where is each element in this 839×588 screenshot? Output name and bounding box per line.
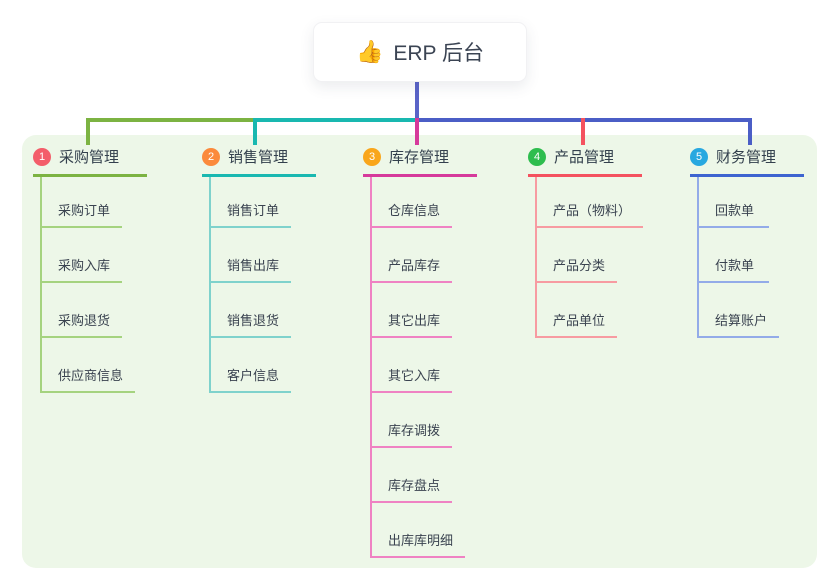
node-item: 采购入库 [42, 228, 123, 283]
node-item: 其它入库 [372, 338, 453, 393]
node-item: 出库库明细 [372, 503, 466, 558]
node-item: 产品分类 [537, 228, 618, 283]
branch-label: 采购管理 [59, 149, 120, 166]
bus-segment-green [86, 118, 256, 122]
branch-items-sales: 销售订单 销售出库 销售退货 客户信息 [209, 177, 316, 393]
branch-items-inventory: 仓库信息 产品库存 其它出库 其它入库 库存调拨 库存盘点 出库库明细 [370, 177, 477, 558]
branch-items-product: 产品（物料） 产品分类 产品单位 [535, 177, 644, 338]
node-item: 供应商信息 [42, 338, 136, 393]
branch-label: 销售管理 [228, 149, 289, 166]
branch-items-finance: 回款单 付款单 结算账户 [697, 177, 804, 338]
branch-header-finance: 5 财务管理 [690, 146, 804, 177]
drop-connector-inventory [415, 118, 419, 145]
branch-number-badge: 2 [202, 147, 220, 166]
node-item: 销售出库 [211, 228, 292, 283]
branch-label: 财务管理 [716, 149, 777, 166]
branch-number-badge: 3 [363, 147, 381, 166]
node-item: 库存调拨 [372, 393, 453, 448]
node-item: 回款单 [699, 177, 769, 228]
branch-number-badge: 1 [33, 147, 51, 166]
branch-product: 4 产品管理 产品（物料） 产品分类 产品单位 [528, 146, 644, 338]
root-trunk-connector [415, 82, 419, 120]
branch-label: 库存管理 [389, 149, 450, 166]
node-item: 其它出库 [372, 283, 453, 338]
node-item: 采购退货 [42, 283, 123, 338]
drop-connector-sales [253, 118, 257, 145]
branch-label: 产品管理 [554, 149, 615, 166]
branches-background-panel [22, 135, 817, 568]
branch-purchase: 1 采购管理 采购订单 采购入库 采购退货 供应商信息 [33, 146, 147, 393]
node-item: 采购订单 [42, 177, 123, 228]
drop-connector-finance [748, 118, 752, 145]
branch-sales: 2 销售管理 销售订单 销售出库 销售退货 客户信息 [202, 146, 316, 393]
thumbs-up-icon: 👍 [355, 39, 384, 64]
node-item: 销售订单 [211, 177, 292, 228]
node-item: 库存盘点 [372, 448, 453, 503]
branch-header-inventory: 3 库存管理 [363, 146, 477, 177]
node-item: 产品单位 [537, 283, 618, 338]
node-item: 销售退货 [211, 283, 292, 338]
branch-number-badge: 5 [690, 147, 708, 166]
node-item: 结算账户 [699, 283, 780, 338]
branch-header-product: 4 产品管理 [528, 146, 642, 177]
root-node: 👍 ERP 后台 [313, 22, 527, 82]
bus-segment-teal [253, 118, 418, 122]
branch-number-badge: 4 [528, 147, 546, 166]
node-item: 产品库存 [372, 228, 453, 283]
node-item: 仓库信息 [372, 177, 453, 228]
node-item: 客户信息 [211, 338, 292, 393]
root-node-label: ERP 后台 [393, 42, 485, 65]
branch-header-purchase: 1 采购管理 [33, 146, 147, 177]
branch-items-purchase: 采购订单 采购入库 采购退货 供应商信息 [40, 177, 147, 393]
branch-finance: 5 财务管理 回款单 付款单 结算账户 [690, 146, 804, 338]
node-item: 产品（物料） [537, 177, 644, 228]
branch-header-sales: 2 销售管理 [202, 146, 316, 177]
node-item: 付款单 [699, 228, 769, 283]
branch-inventory: 3 库存管理 仓库信息 产品库存 其它出库 其它入库 库存调拨 库存盘点 出库库… [363, 146, 477, 558]
drop-connector-product [581, 118, 585, 145]
drop-connector-purchase [86, 118, 90, 145]
